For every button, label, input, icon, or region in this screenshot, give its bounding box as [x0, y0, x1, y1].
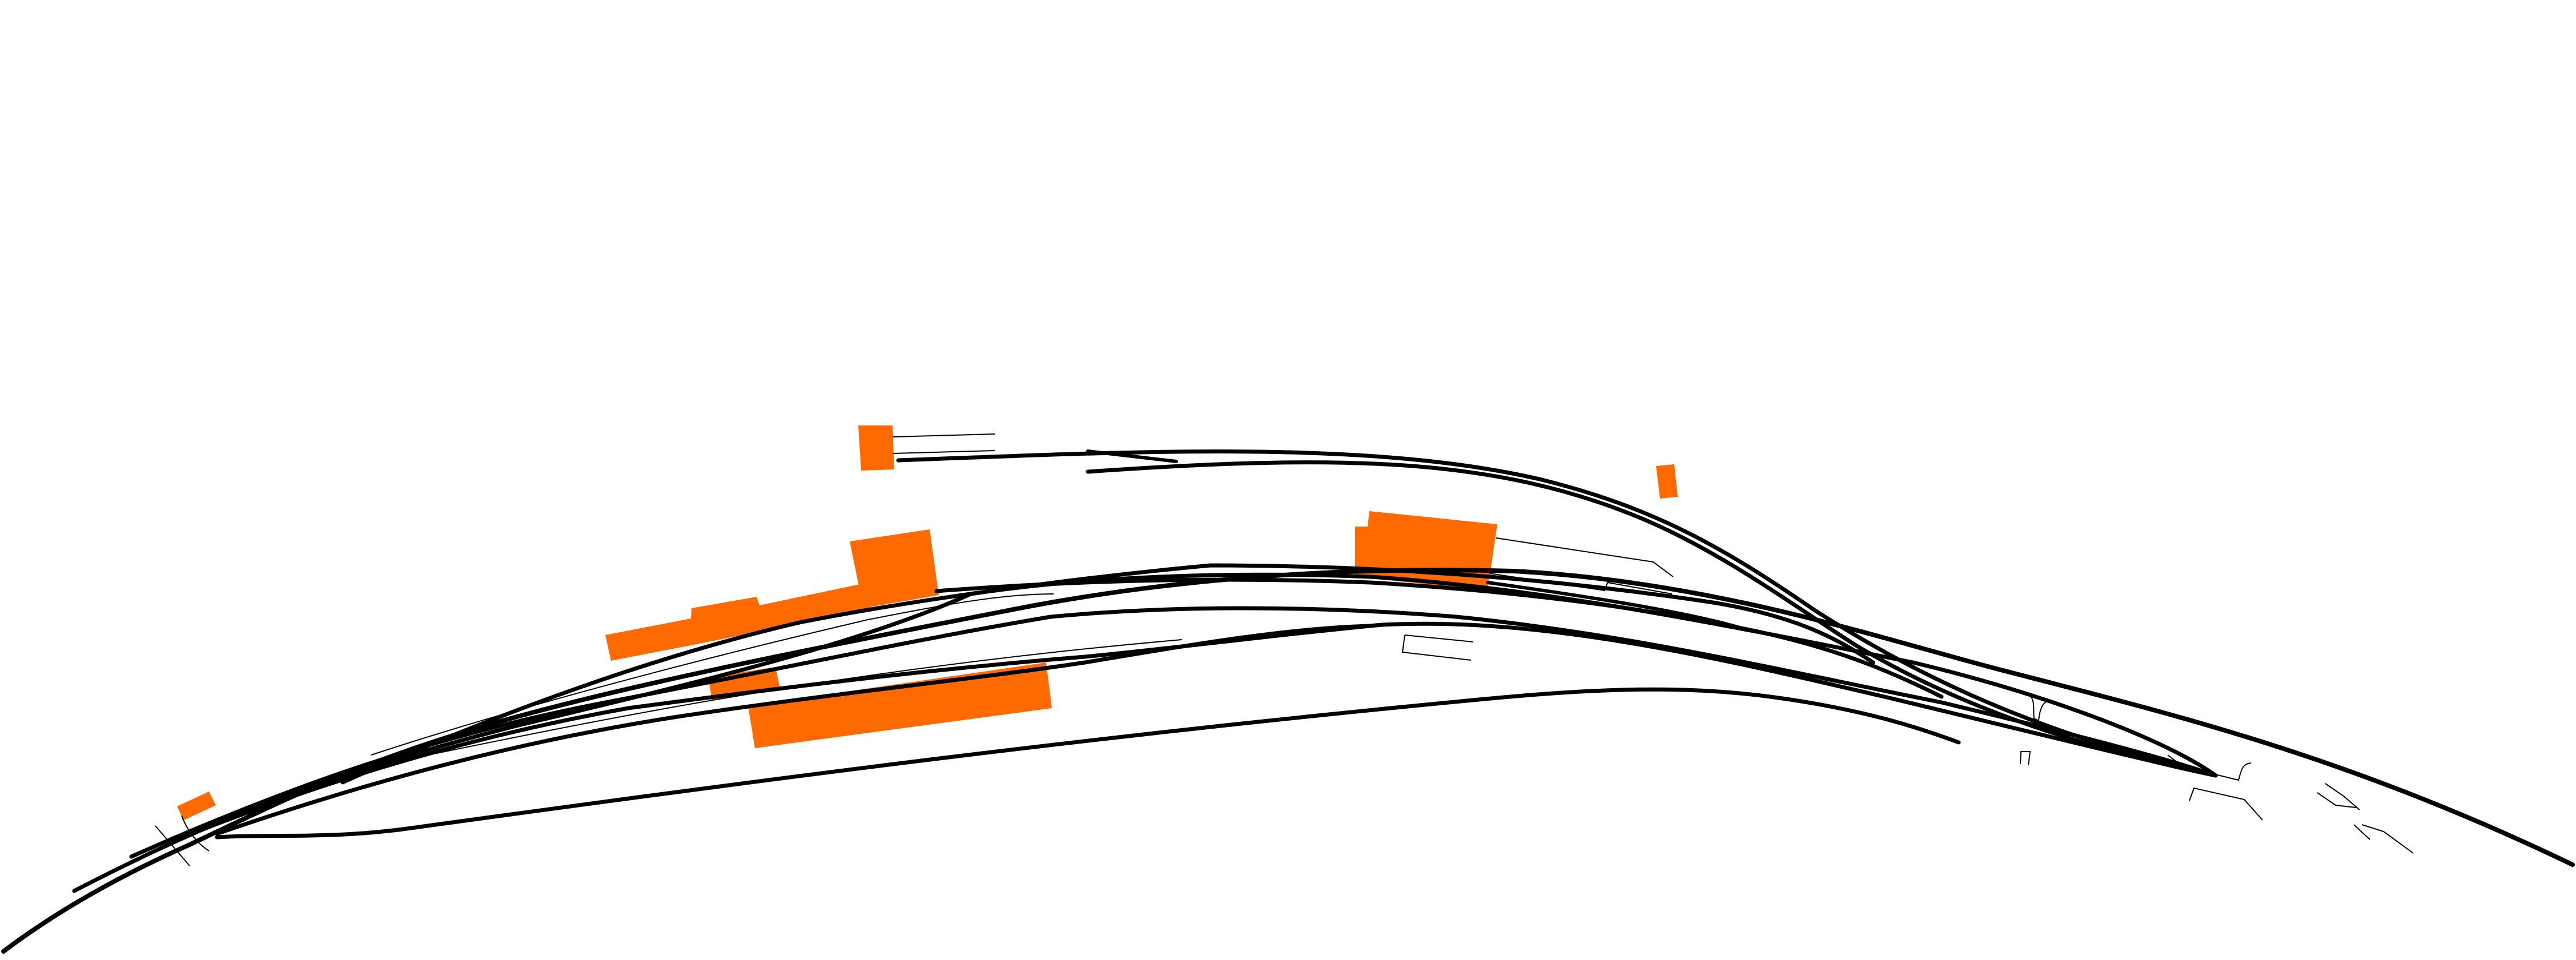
marker-right-1 [2028, 694, 2051, 722]
edge-north-line [371, 593, 1054, 756]
platform-small-right [1656, 464, 1678, 499]
outlines-layer [155, 433, 2414, 866]
marker-right-2 [2020, 751, 2031, 766]
track-loop-1 [129, 606, 2218, 859]
track-main-parallel [72, 572, 2218, 893]
platform-upper-left [605, 583, 871, 661]
station-building-top [858, 425, 894, 471]
marker-right-6 [2353, 824, 2414, 854]
track-loop-3 [215, 624, 1373, 836]
track-lower-branch [215, 687, 1961, 840]
platform-far-left [177, 792, 216, 820]
tracks-layer [1, 449, 2575, 954]
track-upper-outer [896, 449, 2218, 778]
marker-right-3 [2167, 754, 2252, 781]
shed-outline [1401, 634, 1474, 661]
track-station-north [340, 563, 1875, 785]
siding-top-1 [892, 433, 995, 437]
track-upper-spur [1086, 449, 1178, 463]
track-station-north-2 [934, 577, 1944, 699]
siding-top-2 [892, 450, 995, 454]
platform-long-lower [748, 662, 1052, 748]
marker-right-5 [2317, 783, 2360, 810]
points-left [155, 815, 210, 866]
edge-south-line [433, 639, 1183, 754]
siding-right-2 [1489, 573, 1673, 595]
marker-right-4 [2189, 787, 2263, 821]
station-building-left [850, 529, 939, 608]
track-station-siding [1486, 581, 1743, 630]
siding-right-1 [1496, 537, 1674, 577]
